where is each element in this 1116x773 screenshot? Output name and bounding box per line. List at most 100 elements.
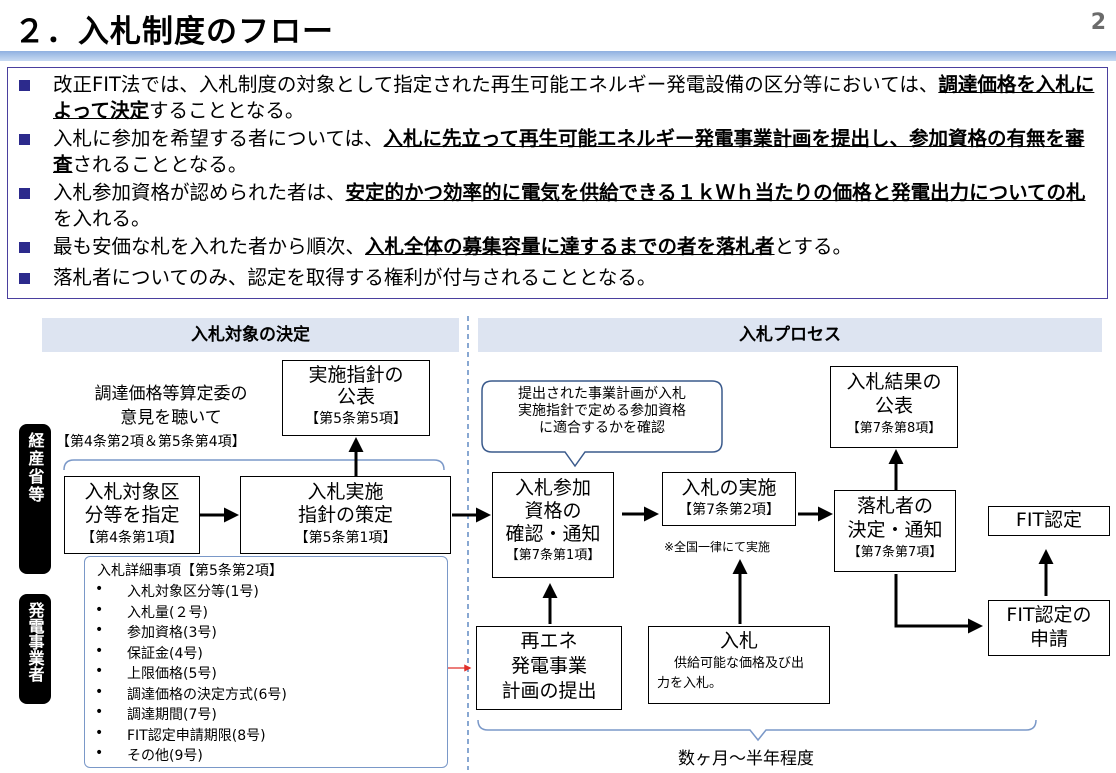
- box-conduct-line1: 入札の実施: [681, 477, 777, 499]
- title-underline-bar: [0, 51, 1116, 61]
- box-policy-draft: 入札実施 指針の策定 【第5条第1項】: [240, 476, 451, 554]
- details-item-label: 調達期間(7号): [127, 707, 217, 723]
- box-publish-result: 入札結果の 公表 【第7条第8項】: [830, 366, 958, 448]
- box-policy-line1: 入札実施: [307, 481, 384, 503]
- actor-label-generator-text: 発電事業者: [25, 602, 45, 682]
- callout-line1: 提出された事業計画が入札: [518, 386, 686, 402]
- box-policy-line2: 指針の策定: [297, 504, 393, 526]
- callout-bubble: [481, 380, 723, 468]
- box-bid-desc1: 供給可能な価格及び出: [673, 656, 804, 671]
- committee-brace: [63, 459, 445, 471]
- box-qualify-line3: 確認・通知: [505, 523, 601, 545]
- summary-segment: を入れる。: [53, 207, 151, 230]
- square-bullet-icon: [19, 273, 30, 284]
- box-winner-article: 【第7条第7項】: [847, 545, 943, 560]
- committee-article: 【第4条第2項＆第5条第4項】: [56, 434, 246, 450]
- actor-label-meti: 経産省等: [19, 424, 51, 574]
- summary-segment: 落札者についてのみ、認定を取得する権利が付与されることとなる。: [53, 266, 657, 289]
- box-fit-apply-line2: 申請: [1029, 628, 1068, 650]
- summary-text: 最も安価な札を入れた者から順次、入札全体の募集容量に達するまでの者を落札者とする…: [53, 234, 1103, 260]
- box-winner-line2: 決定・通知: [847, 519, 943, 541]
- summary-emphasis: 入札に先立って再生可能エネルギー発電事業計画を提出し、参加資格の有無を審査: [53, 127, 1085, 176]
- box-fit-apply: FIT認定の 申請: [988, 600, 1110, 656]
- arrow-winner-to-fit-apply: [894, 574, 983, 634]
- bullet-dot-icon: •: [95, 704, 104, 720]
- duration-label: 数ヶ月～半年程度: [678, 749, 814, 769]
- summary-text: 入札に参加を希望する者については、入札に先立って再生可能エネルギー発電事業計画を…: [53, 126, 1103, 178]
- box-fit-cert: FIT認定: [988, 506, 1110, 536]
- box-result-line2: 公表: [874, 395, 913, 417]
- duration-brace: [477, 719, 1037, 742]
- square-bullet-icon: [19, 188, 30, 199]
- box-result-article: 【第7条第8項】: [846, 421, 942, 436]
- summary-box: 改正FIT法では、入札制度の対象として指定された再生可能エネルギー発電設備の区分…: [7, 67, 1108, 299]
- details-item-label: 保証金(4号): [127, 645, 203, 662]
- summary-segment: とする。: [774, 235, 852, 258]
- section-header-target-decision: 入札対象の決定: [42, 318, 459, 352]
- box-bid-desc2: 力を入札。: [657, 676, 723, 691]
- box-publish-policy-line2: 公表: [336, 386, 375, 408]
- page-title: ２．入札制度のフロー: [14, 14, 334, 50]
- callout-text: 提出された事業計画が入札 実施指針で定める参加資格 に適合するかを確認: [486, 386, 718, 437]
- box-bid-line1: 入札: [719, 630, 758, 652]
- summary-emphasis: 入札全体の募集容量に達するまでの者を落札者: [365, 235, 775, 258]
- box-submit-line1: 再エネ: [520, 630, 578, 652]
- box-qualify-line1: 入札参加: [514, 477, 591, 499]
- bullet-dot-icon: •: [95, 683, 104, 700]
- square-bullet-icon: [19, 134, 30, 145]
- box-conduct-bid: 入札の実施 【第7条第2項】: [662, 472, 796, 526]
- details-item-label: FIT認定申請期限(8号): [127, 727, 266, 744]
- box-publish-policy: 実施指針の 公表 【第5条第5項】: [282, 360, 430, 436]
- summary-segment: 改正FIT法では、入札制度の対象として指定された再生可能エネルギー発電設備の区分…: [53, 73, 939, 96]
- conduct-note: ※全国一律にて実施: [664, 540, 771, 554]
- summary-text: 改正FIT法では、入札制度の対象として指定された再生可能エネルギー発電設備の区分…: [53, 72, 1103, 124]
- square-bullet-icon: [19, 242, 30, 253]
- box-fit-apply-line1: FIT認定の: [1006, 604, 1092, 626]
- box-submit-line2: 発電事業: [510, 655, 587, 677]
- bullet-dot-icon: •: [95, 745, 104, 761]
- box-fit-cert-line1: FIT認定: [1015, 509, 1083, 531]
- box-submit-plan: 再エネ 発電事業 計画の提出: [476, 626, 622, 710]
- box-qualify: 入札参加 資格の 確認・通知 【第7条第1項】: [492, 472, 614, 578]
- summary-segment: されることとなる。: [72, 153, 248, 176]
- committee-line2: 意見を聴いて: [120, 408, 222, 428]
- box-policy-article: 【第5条第1項】: [294, 530, 397, 546]
- details-item-label: 上限価格(5号): [127, 666, 217, 682]
- callout-line3: に適合するかを確認: [539, 420, 665, 436]
- actor-label-meti-text: 経産省等: [25, 432, 45, 504]
- summary-text: 落札者についてのみ、認定を取得する権利が付与されることとなる。: [53, 265, 1103, 291]
- committee-line1: 調達価格等算定委の: [94, 384, 248, 404]
- summary-segment: 最も安価な札を入れた者から順次、: [53, 235, 366, 258]
- bullet-dot-icon: •: [95, 724, 104, 741]
- bullet-dot-icon: •: [95, 601, 104, 618]
- box-qualify-line2: 資格の: [524, 500, 582, 522]
- square-bullet-icon: [19, 80, 30, 91]
- summary-emphasis: 調達価格を入札によって決定: [53, 73, 1095, 122]
- committee-note: 調達価格等算定委の 意見を聴いて: [56, 382, 286, 430]
- details-item-label: 調達価格の決定方式(6号): [127, 686, 287, 703]
- details-box: 入札詳細事項【第5条第2項】 •入札対象区分等(1号)•入札量(２号)•参加資格…: [84, 556, 448, 768]
- box-result-line1: 入札結果の: [846, 371, 942, 393]
- box-publish-policy-line1: 実施指針の: [308, 364, 404, 386]
- section-header-bid-process: 入札プロセス: [478, 318, 1102, 352]
- box-designate-line2: 分等を指定: [84, 504, 180, 526]
- box-winner-line1: 落札者の: [856, 495, 933, 517]
- bullet-dot-icon: •: [95, 622, 104, 638]
- box-qualify-article: 【第7条第1項】: [505, 548, 601, 563]
- box-publish-policy-article: 【第5条第5項】: [305, 411, 407, 427]
- summary-segment: することとなる。: [148, 99, 305, 122]
- details-heading: 入札詳細事項【第5条第2項】: [97, 563, 283, 579]
- details-item-label: 参加資格(3号): [127, 625, 217, 641]
- details-item-label: 入札量(２号): [127, 604, 208, 621]
- summary-segment: 入札に参加を希望する者については、: [53, 127, 384, 150]
- details-item-label: その他(9号): [127, 748, 203, 764]
- actor-label-generator: 発電事業者: [19, 594, 51, 704]
- page-number: 2: [1090, 10, 1106, 35]
- box-winner: 落札者の 決定・通知 【第7条第7項】: [834, 490, 956, 572]
- box-designate-line1: 入札対象区: [84, 481, 180, 503]
- bullet-dot-icon: •: [95, 581, 104, 597]
- box-submit-line3: 計画の提出: [501, 680, 597, 702]
- box-conduct-article: 【第7条第2項】: [678, 502, 780, 518]
- bullet-dot-icon: •: [95, 642, 104, 659]
